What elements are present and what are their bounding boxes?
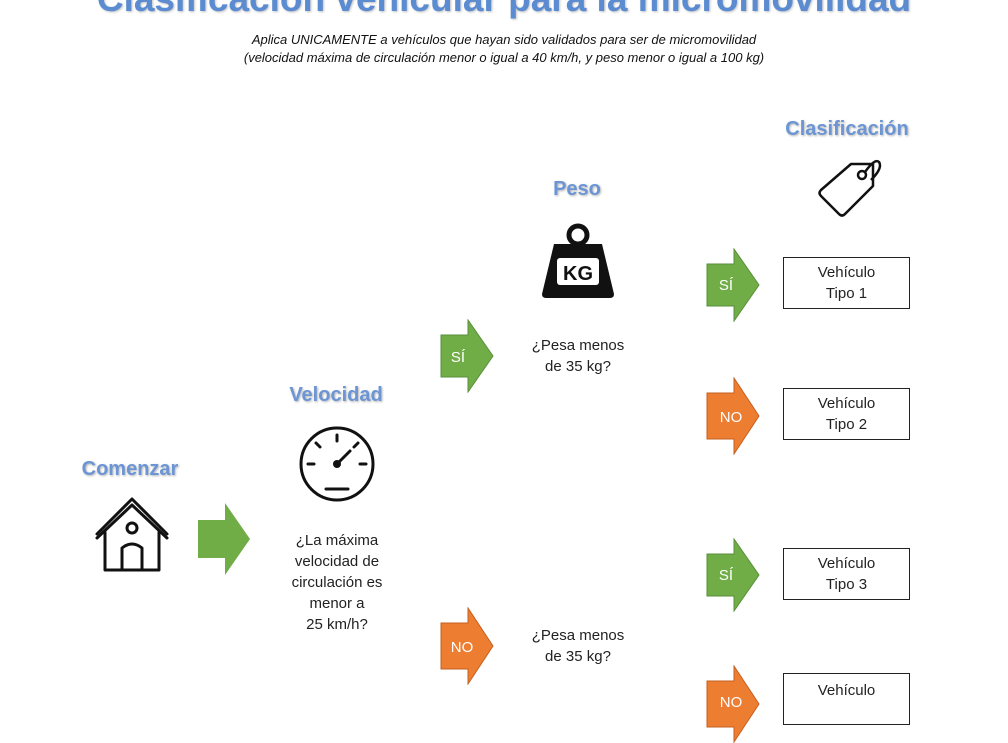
result-type: Tipo 1 bbox=[825, 285, 868, 302]
heading-start: Comenzar bbox=[81, 458, 179, 480]
subtitle-line-2: (velocidad máxima de circulación menor o… bbox=[243, 50, 765, 65]
house-icon bbox=[95, 497, 169, 572]
weight-question-line: ¿Pesa menos bbox=[531, 627, 625, 644]
result-type: Tipo 3 bbox=[825, 576, 868, 593]
speed-question-line: ¿La máxima bbox=[295, 532, 379, 549]
arrow-yes-type-3: SÍ bbox=[706, 538, 760, 612]
heading-weight: Peso bbox=[553, 178, 601, 200]
arrow-no-type-2: NO bbox=[706, 377, 760, 455]
arrow-yes-label: SÍ bbox=[451, 349, 466, 366]
result-label: Vehículo bbox=[817, 682, 876, 699]
weight-question-yes-branch: ¿Pesa menos de 35 kg? bbox=[518, 335, 638, 377]
speed-question-line: 25 km/h? bbox=[306, 616, 368, 633]
arrow-no-speed: NO bbox=[440, 607, 494, 685]
result-type: Tipo 2 bbox=[825, 416, 868, 433]
result-box-type-4: Vehículo bbox=[783, 673, 910, 725]
weight-kg-icon: KG bbox=[542, 223, 614, 298]
weight-question-line: de 35 kg? bbox=[545, 358, 611, 375]
result-label: Vehículo bbox=[817, 264, 876, 281]
result-box-type-3: Vehículo Tipo 3 bbox=[783, 548, 910, 600]
speed-question-line: velocidad de bbox=[294, 553, 380, 570]
speedometer-icon bbox=[299, 426, 375, 502]
weight-question-no-branch: ¿Pesa menos de 35 kg? bbox=[518, 625, 638, 667]
subtitle-line-1: Aplica UNICAMENTE a vehículos que hayan … bbox=[251, 32, 757, 47]
result-label: Vehículo bbox=[817, 555, 876, 572]
arrow-yes-speed: SÍ bbox=[440, 319, 494, 393]
arrow-no-label: NO bbox=[451, 639, 474, 656]
page-title: Clasificación vehicular para la micromov… bbox=[0, 0, 1008, 20]
arrow-yes-label: SÍ bbox=[719, 277, 734, 294]
price-tag-icon bbox=[818, 159, 882, 217]
weight-question-line: de 35 kg? bbox=[545, 648, 611, 665]
arrow-no-label: NO bbox=[720, 694, 743, 711]
result-box-type-2: Vehículo Tipo 2 bbox=[783, 388, 910, 440]
speed-question-line: circulación es bbox=[291, 574, 383, 591]
heading-speed: Velocidad bbox=[289, 384, 383, 406]
result-box-type-1: Vehículo Tipo 1 bbox=[783, 257, 910, 309]
arrow-yes-label: SÍ bbox=[719, 567, 734, 584]
weight-icon-label: KG bbox=[563, 263, 593, 285]
arrow-yes-type-1: SÍ bbox=[706, 248, 760, 322]
speed-question-line: menor a bbox=[309, 595, 365, 612]
weight-question-line: ¿Pesa menos bbox=[531, 337, 625, 354]
speed-question: ¿La máxima velocidad de circulación es m… bbox=[270, 530, 404, 635]
arrow-no-type-4: NO bbox=[706, 665, 760, 743]
start-arrow bbox=[198, 503, 250, 575]
heading-classification: Clasificación bbox=[785, 118, 909, 140]
result-label: Vehículo bbox=[817, 395, 876, 412]
arrow-no-label: NO bbox=[720, 409, 743, 426]
